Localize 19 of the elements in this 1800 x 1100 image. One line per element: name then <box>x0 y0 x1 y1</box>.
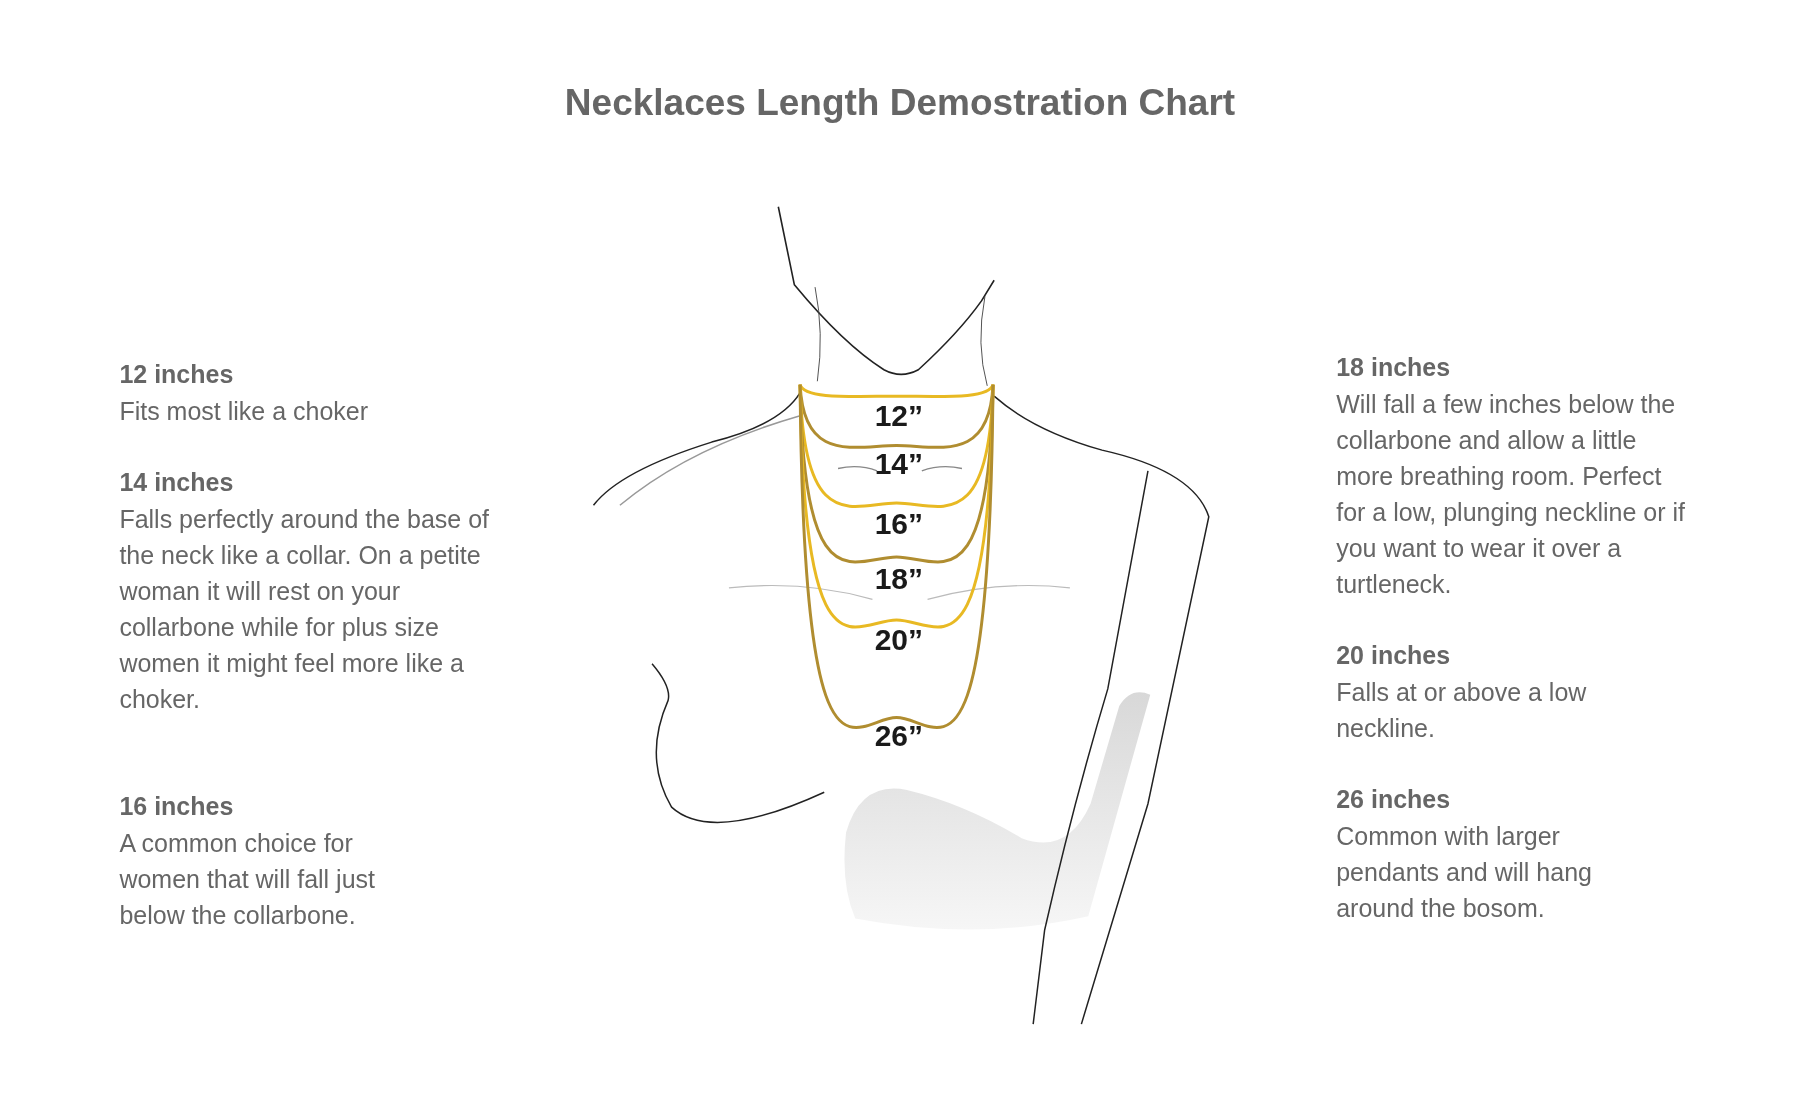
chart-title: Necklaces Length Demostration Chart <box>564 82 1236 123</box>
length-label: 12” <box>873 398 925 433</box>
description-text: Will fall a few inches below the collarbone and allow a little more breathing room. Perfect for a low, plunging neckline or if you want to wear it over a turtleneck. <box>1336 389 1687 601</box>
length-label: 18” <box>873 561 925 596</box>
section-heading: 14 inches <box>119 467 234 499</box>
section-heading: 26 inches <box>1336 783 1451 815</box>
length-label: 14” <box>873 446 925 481</box>
section-heading: 16 inches <box>119 790 234 822</box>
section-heading: 12 inches <box>119 359 234 391</box>
description-text: Falls at or above a low neckline. <box>1336 677 1588 745</box>
description-text: A common choice for women that will fall just below the collarbone. <box>119 827 377 931</box>
section-heading: 18 inches <box>1336 352 1451 384</box>
length-label: 16” <box>873 506 925 541</box>
length-label: 26” <box>873 719 925 753</box>
section-heading: 20 inches <box>1336 640 1451 672</box>
description-text: Falls perfectly around the base of the neck like a collar. On a petite woman it will rest on your collarbone while for plus size women it might feel more like a choker. <box>119 503 490 715</box>
description-text: Fits most like a choker <box>119 395 370 427</box>
description-text: Common with larger pendants and will hang around the bosom. <box>1336 820 1593 924</box>
length-label: 20” <box>873 622 925 657</box>
